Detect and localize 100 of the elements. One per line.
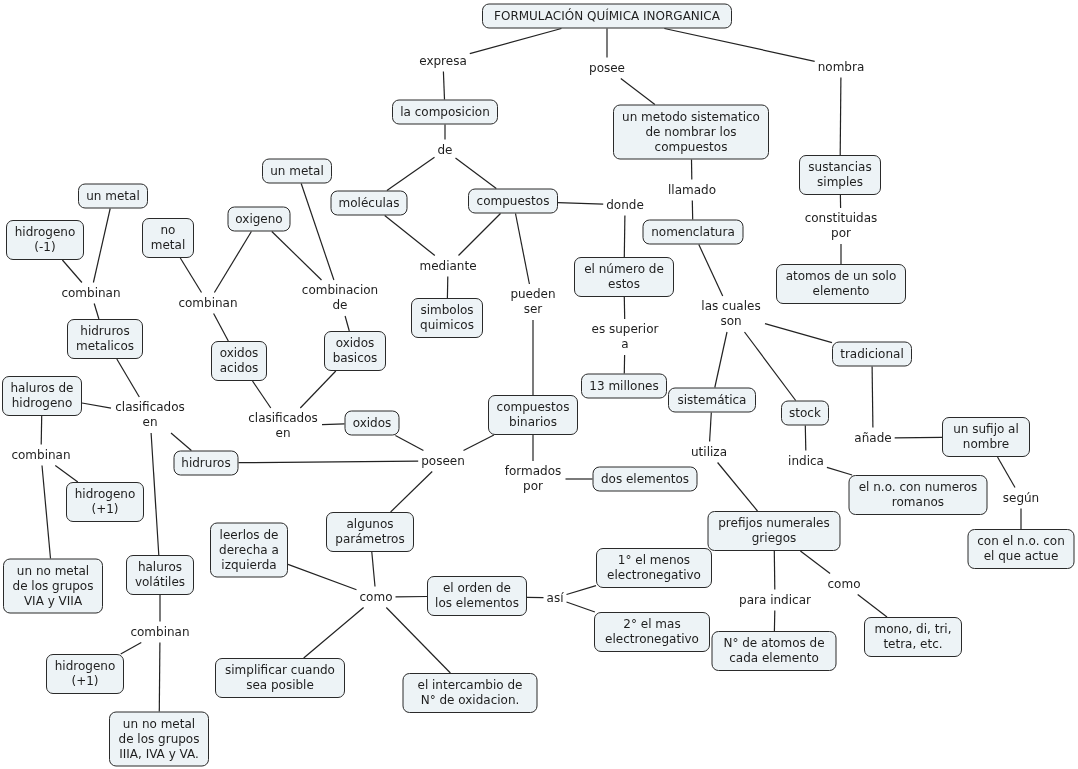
- connector-line: [996, 456, 1016, 489]
- connector-line: [213, 230, 252, 294]
- connector-line: [54, 464, 79, 483]
- connector-line: [709, 411, 712, 443]
- linking-phrase: combinan: [130, 624, 190, 640]
- concept-box: prefijos numerales griegos: [707, 511, 841, 551]
- concept-box: hidrogeno (-1): [6, 220, 84, 260]
- connector-line: [620, 77, 656, 106]
- concept-box: nomenclatura: [642, 219, 744, 245]
- connector-line: [743, 331, 797, 402]
- connector-line: [698, 243, 724, 297]
- connector-line: [299, 370, 337, 409]
- concept-box: un sufijo al nombre: [942, 417, 1030, 457]
- connector-line: [394, 595, 428, 598]
- connector-line: [251, 380, 272, 409]
- concept-box: haluros volátiles: [126, 555, 194, 595]
- concept-box: el número de estos: [574, 257, 674, 297]
- concept-box: oxidos basicos: [324, 331, 386, 371]
- connector-line: [663, 27, 816, 62]
- linking-phrase: clasificados en: [114, 400, 186, 430]
- connector-line: [237, 460, 419, 464]
- connector-line: [514, 212, 530, 285]
- concept-box: 1° el menos electronegativo: [596, 548, 712, 588]
- connector-line: [40, 415, 43, 446]
- linking-phrase: donde: [606, 197, 644, 213]
- concept-box: un no metal de los grupos VIA y VIIA: [3, 558, 103, 614]
- connector-line: [213, 312, 229, 342]
- linking-phrase: como: [359, 589, 393, 605]
- connector-line: [532, 434, 534, 462]
- concept-box: compuestos binarios: [488, 395, 578, 435]
- linking-phrase: combinacion de: [301, 283, 379, 313]
- connector-line: [799, 550, 831, 575]
- connector-line: [773, 550, 776, 591]
- connector-line: [623, 354, 626, 375]
- connector-line: [840, 243, 842, 265]
- connector-line: [287, 563, 358, 591]
- linking-phrase: de: [437, 142, 453, 158]
- connector-line: [394, 434, 424, 452]
- connector-line: [41, 464, 52, 560]
- concept-box: simbolos quimicos: [411, 298, 483, 338]
- linking-phrase: mediante: [419, 258, 477, 274]
- connector-line: [623, 214, 626, 258]
- linking-phrase: combinan: [61, 285, 121, 301]
- connector-line: [116, 358, 140, 398]
- linking-phrase: así: [546, 590, 564, 606]
- connector-line: [120, 641, 142, 655]
- connector-line: [61, 259, 83, 284]
- concept-box: con el n.o. con el que actue: [967, 529, 1075, 569]
- connector-line: [690, 158, 693, 181]
- concept-box: el orden de los elementos: [427, 576, 527, 616]
- concept-box: tradicional: [832, 341, 912, 367]
- connector-line: [462, 434, 495, 452]
- connector-line: [564, 478, 594, 480]
- linking-phrase: las cuales son: [700, 299, 762, 329]
- linking-phrase: para indicar: [739, 592, 811, 608]
- concept-box: el intercambio de N° de oxidacion.: [402, 673, 538, 713]
- linking-phrase: poseen: [421, 453, 465, 469]
- connector-line: [606, 27, 608, 59]
- connector-line: [303, 606, 365, 659]
- connector-line: [532, 319, 534, 396]
- concept-box: un metal: [262, 158, 332, 184]
- linking-phrase: como: [827, 576, 861, 592]
- connector-line: [469, 27, 562, 55]
- connector-line: [454, 157, 497, 190]
- concept-box: N° de atomos de cada elemento: [711, 631, 837, 671]
- concept-box: oxigeno: [227, 206, 291, 232]
- concept-box: 2° el mas electronegativo: [594, 612, 710, 652]
- concept-box: FORMULACIÓN QUÍMICA INORGANICA: [482, 3, 732, 29]
- connector-line: [92, 207, 111, 284]
- connector-line: [826, 466, 853, 476]
- linking-phrase: expresa: [419, 53, 467, 69]
- concept-box: hidruros metalicos: [67, 319, 143, 359]
- concept-box: dos elementos: [592, 466, 698, 492]
- linking-phrase: utiliza: [691, 444, 727, 460]
- connector-line: [857, 593, 888, 618]
- linking-phrase: formados por: [503, 464, 563, 494]
- linking-phrase: constituidas por: [803, 211, 879, 241]
- connector-line: [159, 594, 161, 623]
- connector-line: [557, 202, 604, 205]
- concept-box: moléculas: [330, 190, 408, 216]
- concept-box: hidruros: [173, 450, 239, 476]
- concept-box: atomos de un solo elemento: [776, 264, 906, 304]
- connector-line: [179, 257, 203, 294]
- connector-line: [81, 402, 112, 409]
- connector-line: [839, 76, 842, 156]
- connector-line: [457, 212, 502, 257]
- concept-box: sustancias simples: [799, 155, 881, 195]
- linking-phrase: pueden ser: [509, 287, 557, 317]
- connector-line: [444, 123, 446, 141]
- connector-line: [93, 302, 100, 320]
- concept-box: stock: [781, 400, 829, 426]
- connector-line: [344, 315, 350, 332]
- connector-line: [446, 275, 449, 299]
- connector-line: [150, 432, 160, 556]
- linking-phrase: posee: [589, 60, 625, 76]
- connector-line: [773, 609, 776, 632]
- connector-line: [390, 470, 433, 513]
- connector-line: [321, 423, 346, 426]
- connector-line: [1020, 507, 1022, 530]
- concept-box: hidrogeno (+1): [46, 654, 124, 694]
